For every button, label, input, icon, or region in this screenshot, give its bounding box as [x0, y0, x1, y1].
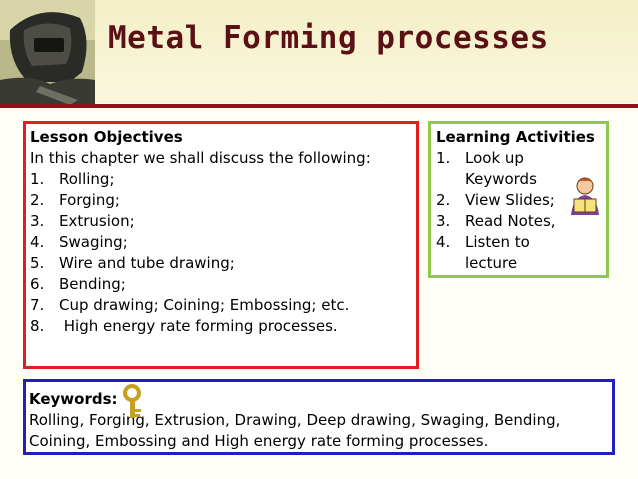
reading-person-icon [565, 175, 605, 217]
list-item: 3.Read Notes, [436, 212, 556, 230]
lesson-objectives-box: Lesson Objectives In this chapter we sha… [23, 121, 419, 369]
keywords-line: Rolling, Forging, Extrusion, Drawing, De… [29, 411, 561, 429]
header-band [0, 0, 638, 103]
objectives-heading: Lesson Objectives [30, 128, 183, 146]
welder-photo [0, 0, 95, 105]
list-item: 7.Cup drawing; Coining; Embossing; etc. [30, 296, 350, 314]
activities-heading: Learning Activities [436, 128, 595, 146]
key-icon [118, 384, 148, 422]
keywords-box: Keywords: Rolling, Forging, Extrusion, D… [23, 379, 615, 455]
list-item: 4.Swaging; [30, 233, 128, 251]
title-divider [0, 104, 638, 108]
list-item: 2.Forging; [30, 191, 120, 209]
list-item: 2.View Slides; [436, 191, 555, 209]
keywords-heading: Keywords: [29, 390, 118, 408]
objectives-intro: In this chapter we shall discuss the fol… [30, 149, 371, 167]
page-title: Metal Forming processes [108, 20, 549, 56]
list-item: 1.Rolling; [30, 170, 115, 188]
list-item: 8. High energy rate forming processes. [30, 317, 338, 335]
list-item: 5.Wire and tube drawing; [30, 254, 235, 272]
keywords-line: Coining, Embossing and High energy rate … [29, 432, 489, 450]
objectives-list: 1.Rolling; 2.Forging; 3.Extrusion; 4.Swa… [30, 169, 371, 337]
list-item: 3.Extrusion; [30, 212, 135, 230]
list-item: 6.Bending; [30, 275, 126, 293]
